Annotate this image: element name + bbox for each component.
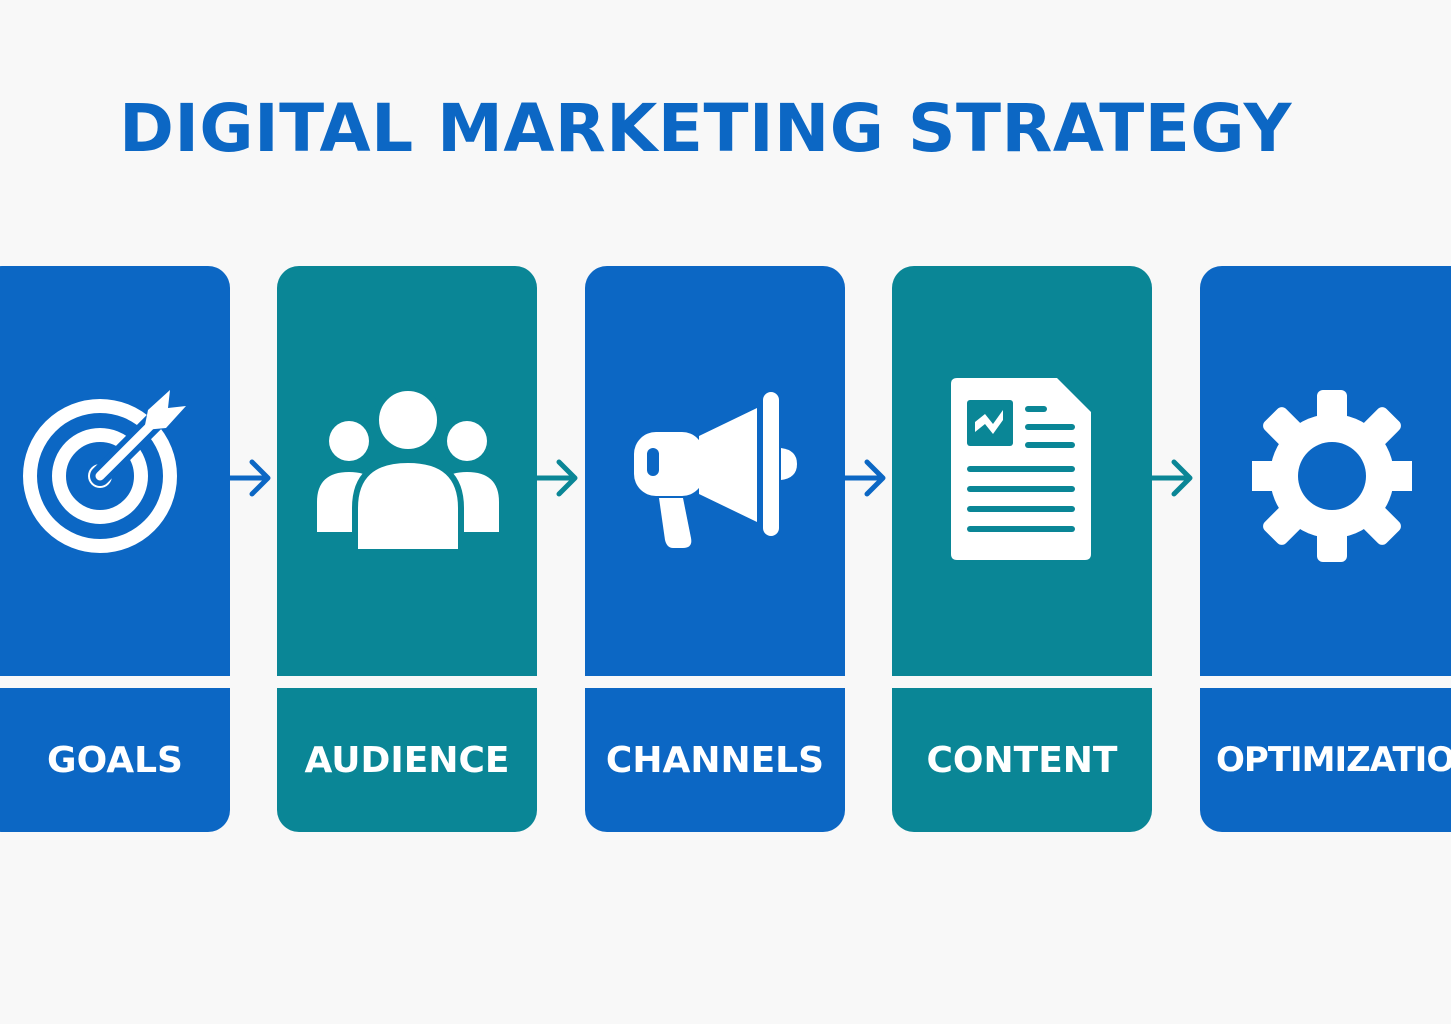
icon-panel xyxy=(1200,266,1451,676)
megaphone-icon xyxy=(634,392,797,548)
step-card-goals: GOALS xyxy=(0,266,230,832)
step-card-audience: AUDIENCE xyxy=(277,266,537,832)
label-panel: AUDIENCE xyxy=(277,688,537,832)
card-divider xyxy=(1200,676,1451,688)
label-panel: GOALS xyxy=(0,688,230,832)
gear-icon xyxy=(1252,390,1412,562)
card-divider xyxy=(892,676,1152,688)
card-divider xyxy=(0,676,230,688)
step-label-optimization: OPTIMIZATION xyxy=(1216,740,1451,780)
document-icon xyxy=(951,378,1091,560)
step-card-content: CONTENT xyxy=(892,266,1152,832)
label-panel: CHANNELS xyxy=(585,688,845,832)
arrow-right-icon xyxy=(535,459,578,497)
arrow-right-icon xyxy=(228,459,271,497)
step-label-goals: GOALS xyxy=(47,739,183,781)
arrow-right-icon xyxy=(1150,459,1193,497)
step-card-channels: CHANNELS xyxy=(585,266,845,832)
step-label-audience: AUDIENCE xyxy=(304,739,510,781)
card-divider xyxy=(277,676,537,688)
arrow-right-icon xyxy=(843,459,886,497)
card-divider xyxy=(585,676,845,688)
step-label-channels: CHANNELS xyxy=(605,739,825,781)
step-card-optimization: OPTIMIZATION xyxy=(1200,266,1451,832)
icon-panel xyxy=(0,266,230,676)
page-title: DIGITAL MARKETING STRATEGY xyxy=(119,90,1292,167)
target-icon xyxy=(23,390,186,553)
icon-panel xyxy=(277,266,537,676)
label-panel: CONTENT xyxy=(892,688,1152,832)
icon-panel xyxy=(585,266,845,676)
label-panel: OPTIMIZATION xyxy=(1200,688,1451,832)
icon-panel xyxy=(892,266,1152,676)
step-label-content: CONTENT xyxy=(926,739,1118,781)
people-group-icon xyxy=(317,385,499,555)
